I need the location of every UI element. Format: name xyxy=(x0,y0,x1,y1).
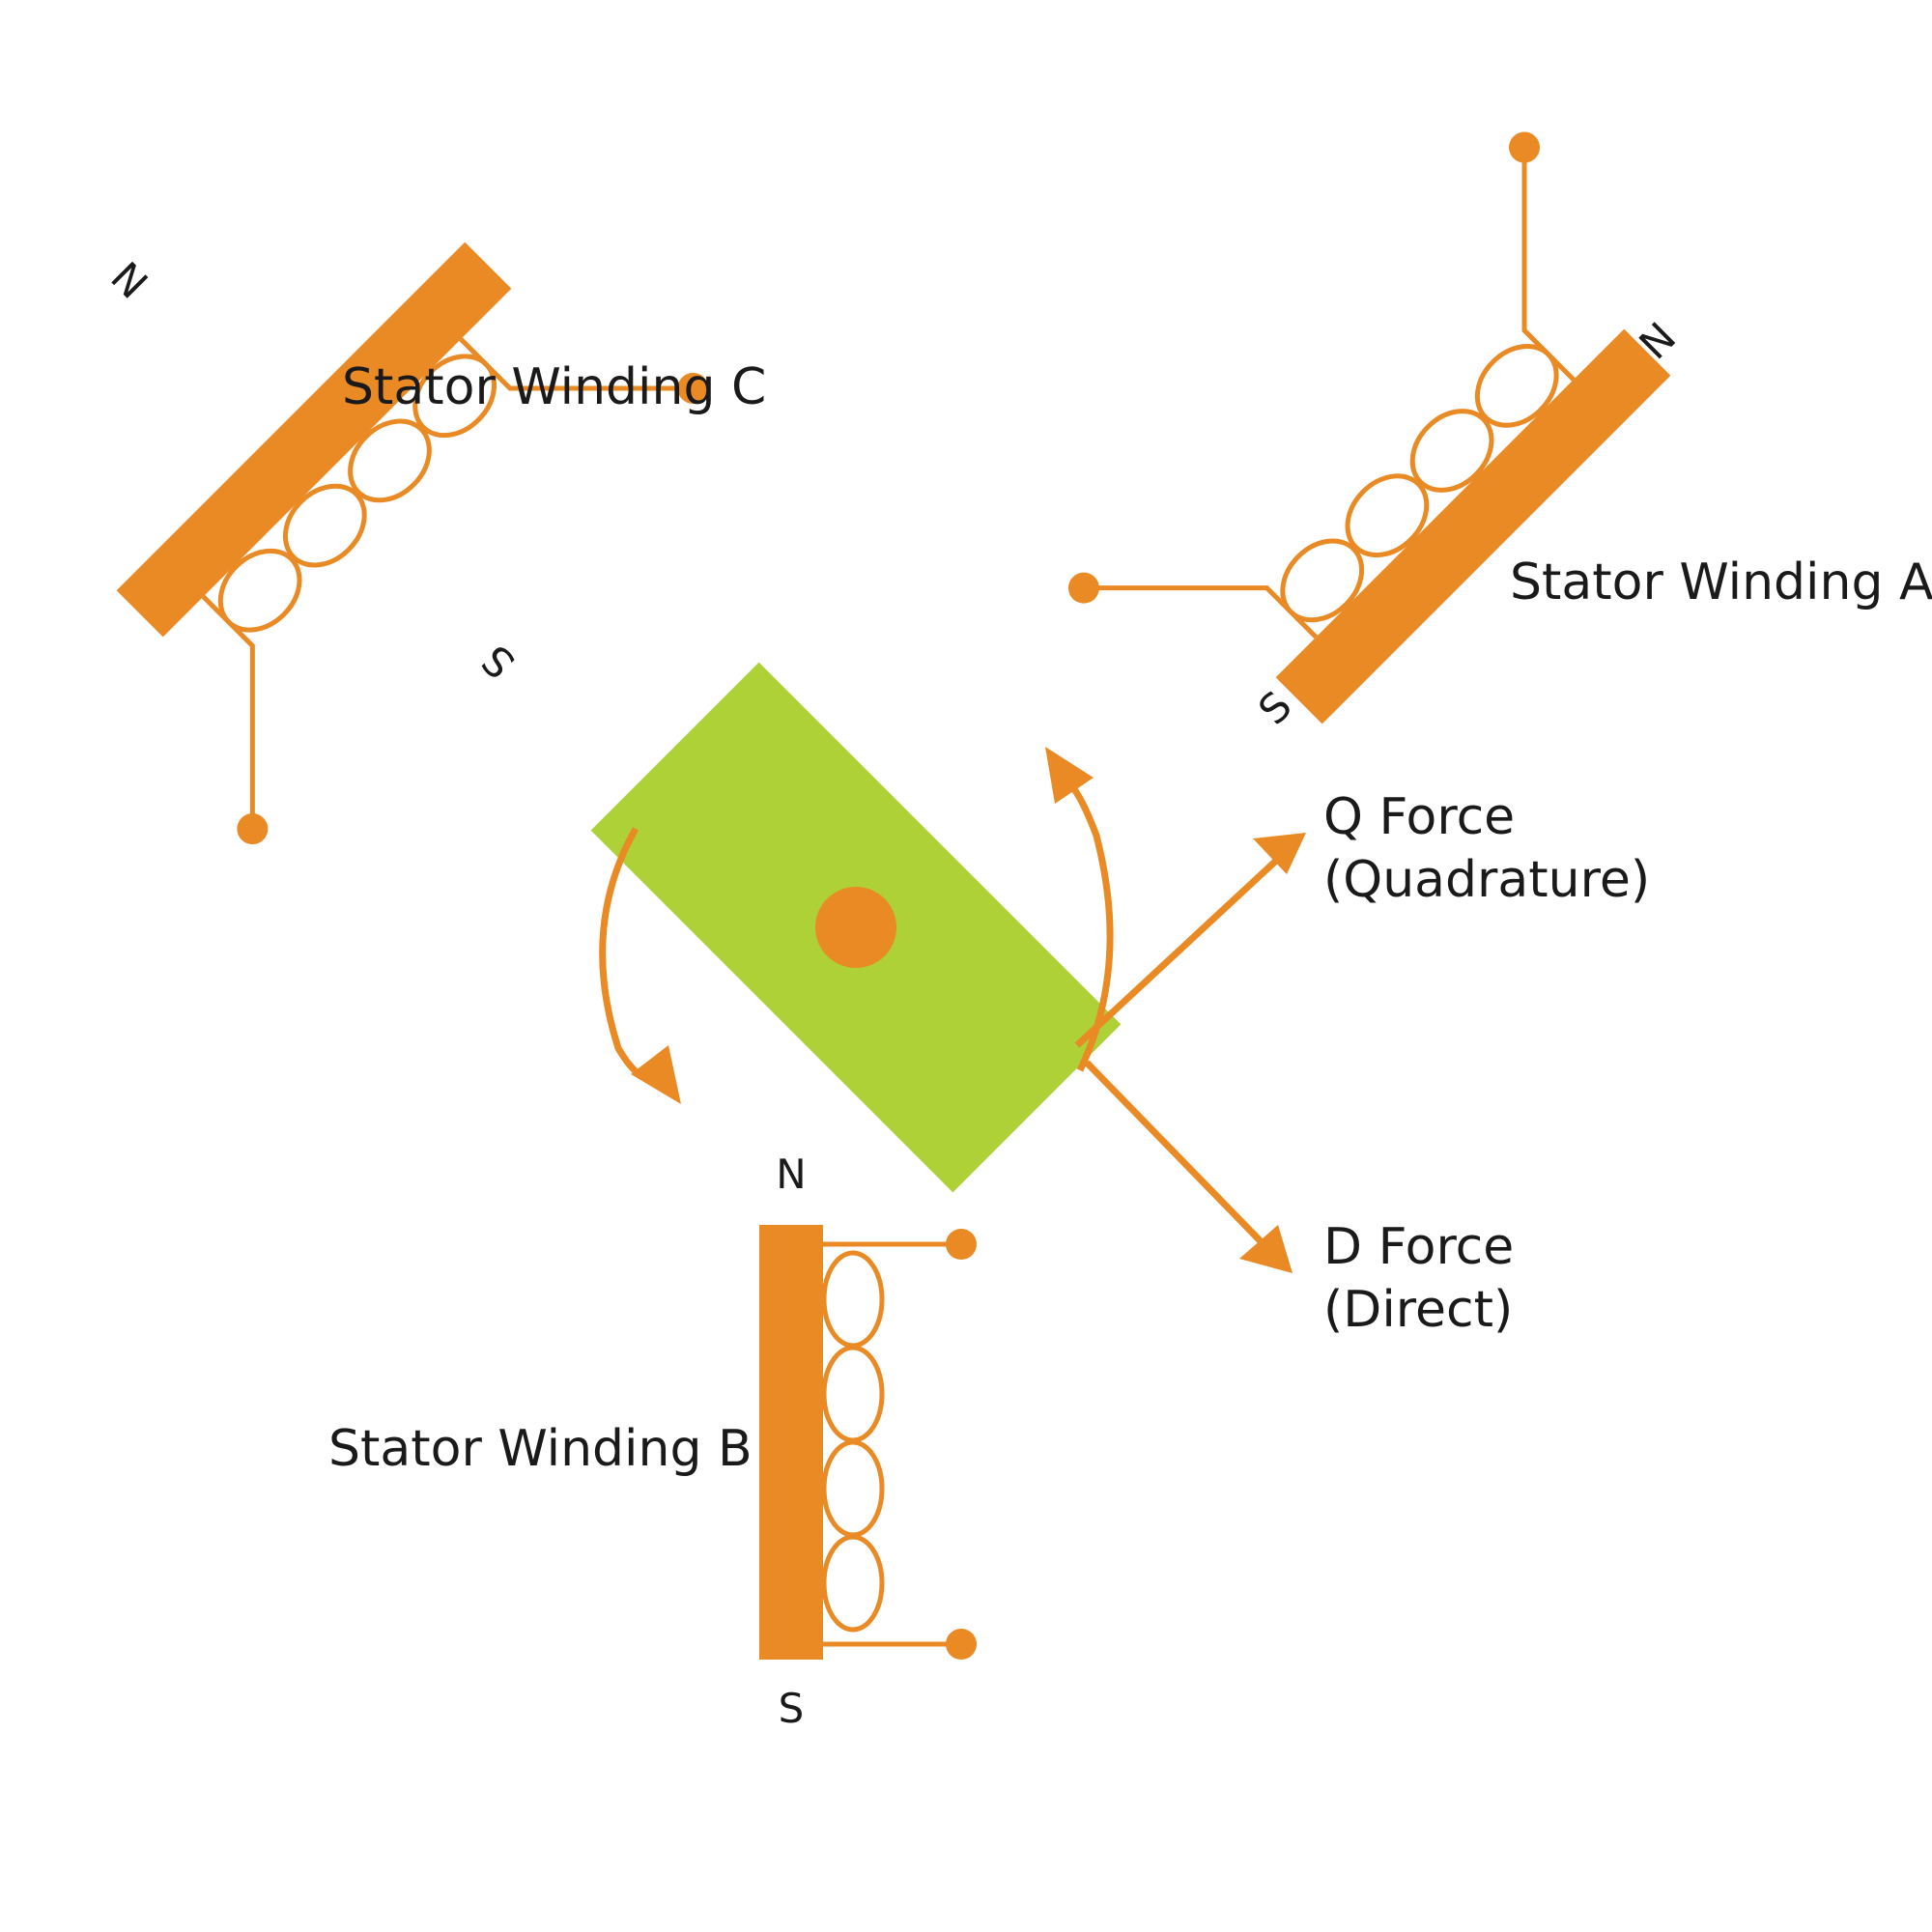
d-force-arrow-head xyxy=(1239,1225,1293,1273)
stator-winding-b-label: Stator Winding B xyxy=(328,1420,753,1478)
rotation-arrow-left-head xyxy=(631,1045,681,1104)
rotation-arrow-right-head xyxy=(1045,747,1094,804)
stator-winding-c-lead xyxy=(459,337,694,391)
stator-winding-b-coil-loop xyxy=(821,1250,885,1349)
stator-winding-a-lead xyxy=(1083,585,1319,639)
stator-winding-a-terminal xyxy=(1509,131,1541,163)
stator-winding-a-coil-loop xyxy=(1345,473,1430,558)
stator-winding-a-terminal xyxy=(1067,572,1099,604)
q-force-arrow xyxy=(1074,857,1280,1048)
d-force-label: D Force (Direct) xyxy=(1323,1218,1514,1339)
stator-winding-b-coil-loop xyxy=(821,1439,885,1538)
d-force-label-line1: D Force xyxy=(1323,1218,1514,1276)
stator-winding-c-assembly xyxy=(116,242,709,845)
stator-winding-a: N S Stator Winding A xyxy=(1067,131,1932,734)
stator-winding-a-coil-loop xyxy=(1409,409,1494,493)
q-force-arrow-head xyxy=(1253,833,1306,874)
stator-winding-c-lead xyxy=(201,594,255,830)
q-force-label: Q Force (Quadrature) xyxy=(1323,788,1650,909)
stator-winding-c-north-label: N xyxy=(102,252,157,307)
stator-winding-c-coil-loop xyxy=(282,483,367,568)
stator-winding-b-coil-loop xyxy=(821,1534,885,1633)
stator-winding-b-terminal xyxy=(946,1229,977,1260)
d-force-arrow xyxy=(1084,1060,1264,1244)
stator-winding-c: N S Stator Winding C xyxy=(102,242,766,845)
stator-winding-c-terminal xyxy=(237,813,269,845)
stator-winding-a-lead xyxy=(1521,147,1576,382)
stator-winding-a-label: Stator Winding A xyxy=(1510,554,1932,611)
stator-winding-b-core xyxy=(759,1225,823,1660)
rotor-center xyxy=(815,887,896,968)
stator-winding-c-coil-loop xyxy=(348,418,432,503)
q-force-label-line2: (Quadrature) xyxy=(1323,851,1650,909)
stator-winding-b-coil-loop xyxy=(821,1345,885,1443)
stator-winding-a-core xyxy=(1275,328,1671,724)
stator-winding-b: N S Stator Winding B xyxy=(328,1151,977,1732)
stator-winding-b-terminal xyxy=(946,1629,977,1660)
d-force-label-line2: (Direct) xyxy=(1323,1281,1513,1339)
q-force-label-line1: Q Force xyxy=(1323,788,1515,846)
rotor xyxy=(590,662,1122,1193)
stator-winding-b-south-label: S xyxy=(779,1685,805,1732)
stator-winding-c-south-label: S xyxy=(472,636,525,688)
stator-winding-a-assembly xyxy=(1067,131,1671,724)
force-vectors xyxy=(1074,833,1306,1273)
stator-winding-c-core xyxy=(116,242,512,638)
stator-winding-b-north-label: N xyxy=(776,1151,806,1198)
stator-winding-c-terminal xyxy=(677,372,709,404)
stator-winding-c-label: Stator Winding C xyxy=(342,358,766,416)
